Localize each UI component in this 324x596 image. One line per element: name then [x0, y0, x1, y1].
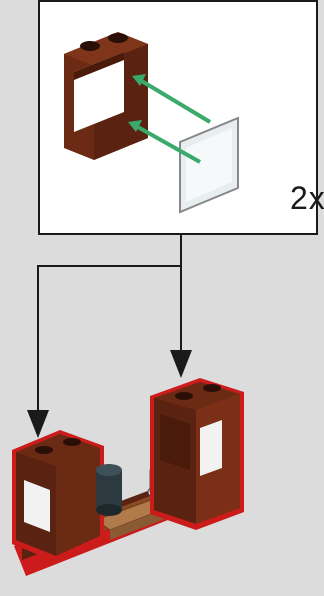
- insert-arrow-icon: [135, 78, 212, 164]
- right-wall-icon: [150, 378, 244, 530]
- arrow-down-icon-left: [27, 410, 49, 438]
- connector-lines: [37, 235, 182, 412]
- quantity-label: 2x: [290, 180, 324, 216]
- arrow-down-icon-right: [170, 350, 192, 378]
- left-wall-icon: [12, 430, 104, 562]
- arrow-head-2: [128, 120, 142, 132]
- window-assembly-illustration: [64, 32, 239, 214]
- arrow-head-1: [132, 74, 146, 86]
- step-callout-box: 2x: [38, 0, 324, 235]
- window-frame-icon: [64, 32, 148, 160]
- cylinder-icon: [96, 464, 122, 516]
- glass-pane-icon: [179, 116, 239, 214]
